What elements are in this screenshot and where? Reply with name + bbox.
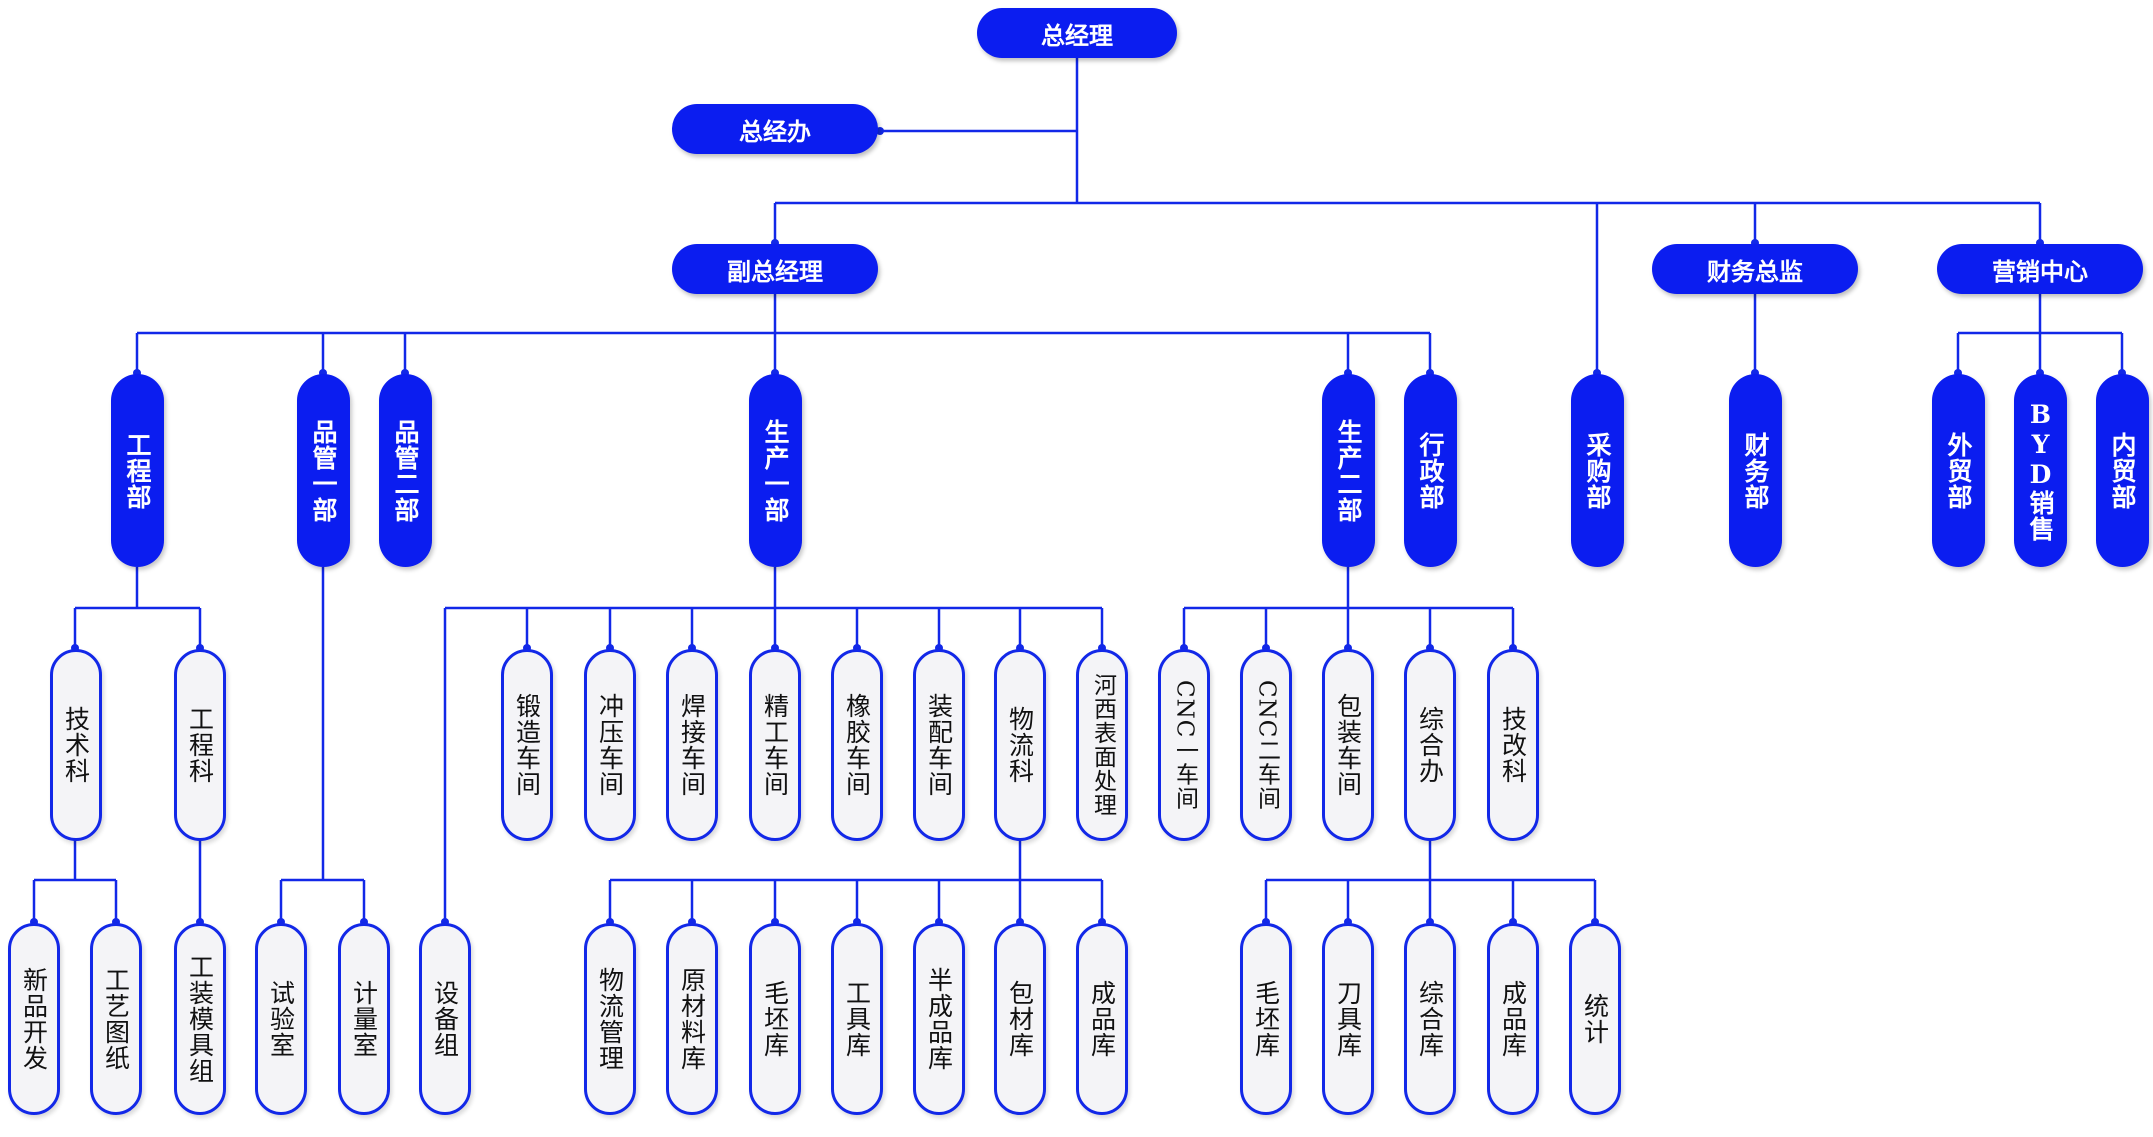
node-new-product-dev: 新品开发 [8,923,60,1115]
node-qc-dept-1: 品管一部 [297,374,350,567]
node-process-drawing: 工艺图纸 [90,923,142,1115]
node-cutter-store: 刀具库 [1322,923,1374,1115]
node-raw-material-store: 原材料库 [666,923,718,1115]
node-marketing-center: 营销中心 [1937,244,2143,294]
node-admin-dept: 行政部 [1404,374,1457,567]
node-general-manager: 总经理 [977,8,1177,58]
node-test-lab: 试验室 [255,923,307,1115]
node-tech-section: 技术科 [50,649,102,841]
node-qc-dept-2: 品管二部 [379,374,432,567]
node-deputy-gm: 副总经理 [672,244,878,294]
node-packaging-workshop: 包装车间 [1322,649,1374,841]
node-engineering-section: 工程科 [174,649,226,841]
node-semi-finished-store: 半成品库 [913,923,965,1115]
node-packing-material-store: 包材库 [994,923,1046,1115]
node-blank-store-2: 毛坯库 [1240,923,1292,1115]
node-tech-reform-section: 技改科 [1487,649,1539,841]
node-welding-workshop: 焊接车间 [666,649,718,841]
node-general-office: 综合办 [1404,649,1456,841]
node-rubber-workshop: 橡胶车间 [831,649,883,841]
node-tooling-mold-group: 工装模具组 [174,923,226,1115]
node-gm-office: 总经办 [672,104,878,154]
node-finished-store-1: 成品库 [1076,923,1128,1115]
node-stamping-workshop: 冲压车间 [584,649,636,841]
node-finance-director: 财务总监 [1652,244,1858,294]
node-finished-store-2: 成品库 [1487,923,1539,1115]
node-finishing-workshop: 精工车间 [749,649,801,841]
node-production-dept-1: 生产一部 [749,374,802,567]
node-logistics-section: 物流科 [994,649,1046,841]
node-tool-store: 工具库 [831,923,883,1115]
node-statistics: 统计 [1569,923,1621,1115]
node-foreign-trade-dept: 外贸部 [1932,374,1985,567]
node-assembly-workshop: 装配车间 [913,649,965,841]
node-equipment-group: 设备组 [419,923,471,1115]
node-hexi-surface-treatment: 河西表面处理 [1076,649,1128,841]
node-metrology-room: 计量室 [338,923,390,1115]
node-cnc-workshop-2: CNC二车间 [1240,649,1292,841]
node-blank-store-1: 毛坯库 [749,923,801,1115]
node-general-store: 综合库 [1404,923,1456,1115]
node-purchasing-dept: 采购部 [1571,374,1624,567]
node-byd-sales: BYD销售 [2014,374,2067,567]
node-finance-dept: 财务部 [1729,374,1782,567]
node-domestic-trade-dept: 内贸部 [2096,374,2149,567]
node-engineering-dept: 工程部 [111,374,164,567]
node-forging-workshop: 锻造车间 [501,649,553,841]
node-production-dept-2: 生产二部 [1322,374,1375,567]
node-cnc-workshop-1: CNC一车间 [1158,649,1210,841]
node-logistics-management: 物流管理 [584,923,636,1115]
